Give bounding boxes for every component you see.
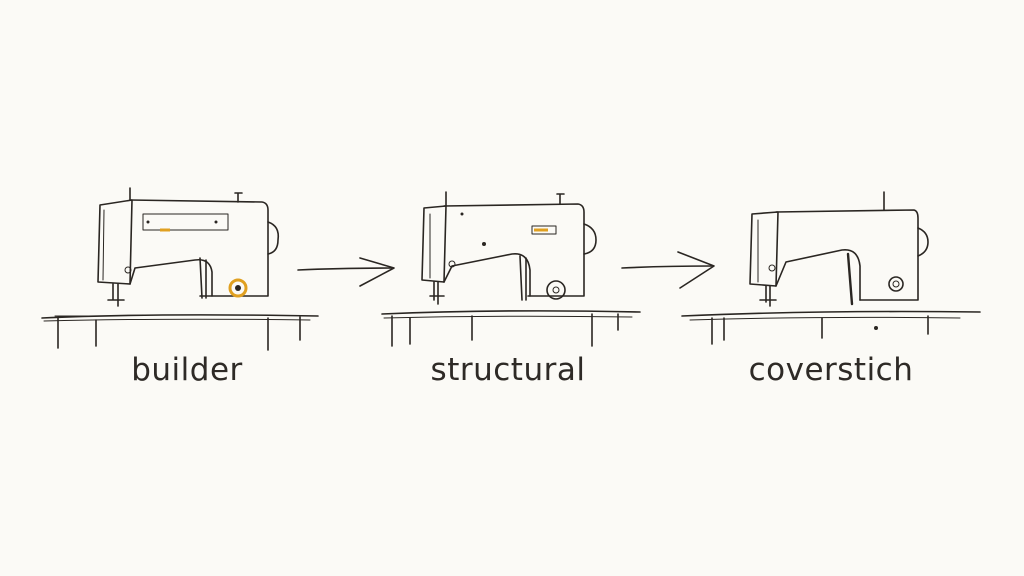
stage-label-structural: structural bbox=[430, 352, 586, 388]
sewing-machine-icon bbox=[41, 187, 319, 351]
sewing-machine-icon bbox=[381, 191, 641, 347]
arrow-right-icon bbox=[297, 257, 395, 287]
stage-label-builder: builder bbox=[131, 352, 243, 388]
sewing-machine-icon bbox=[681, 191, 981, 345]
arrow-right-icon bbox=[621, 251, 715, 289]
stage-label-coverstich: coverstich bbox=[748, 352, 914, 388]
